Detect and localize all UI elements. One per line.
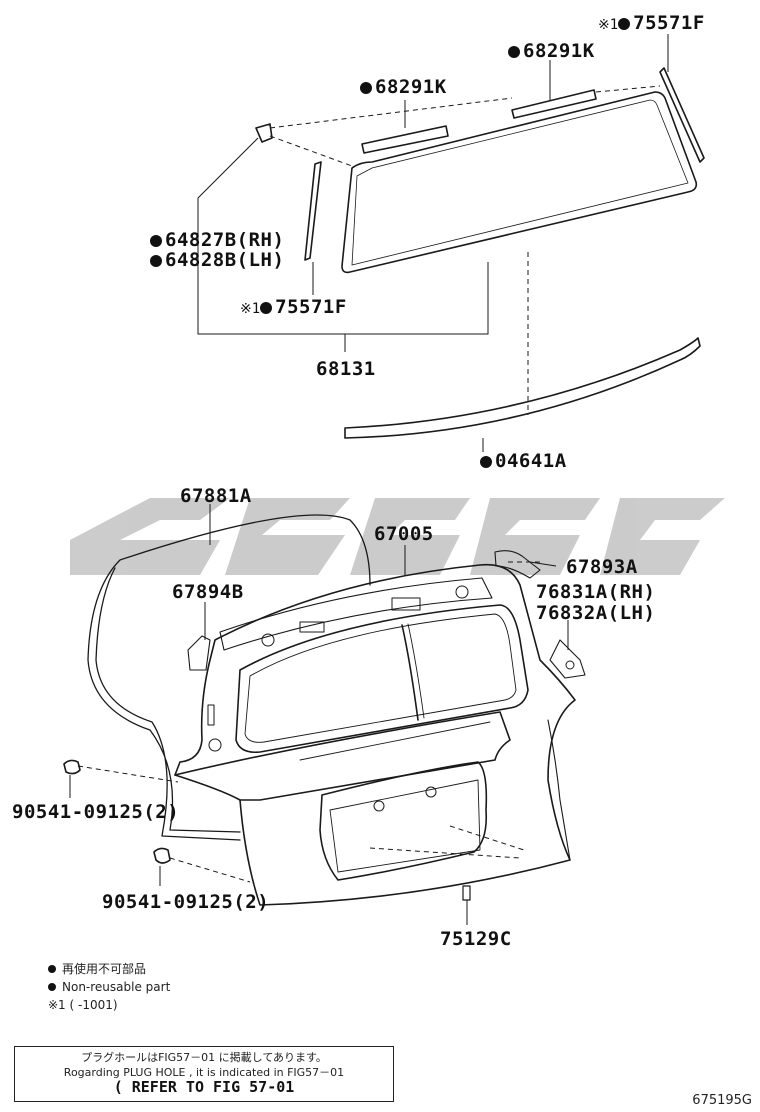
- bolt-90541-a: [63, 759, 81, 775]
- label-68291k-left: 68291K: [360, 76, 447, 98]
- strip-75571f-left: [304, 161, 322, 261]
- strip-75571f-right: [659, 67, 705, 163]
- dam-04641a: [344, 337, 701, 439]
- label-76832a: 76832A(LH): [536, 602, 656, 624]
- molding-68291k-left: [361, 125, 449, 154]
- legend-jp: 再使用不可部品: [48, 962, 146, 977]
- plug-75129c: [462, 885, 471, 901]
- label-75129c: 75129C: [440, 928, 512, 950]
- watermark-logo: [70, 498, 725, 575]
- label-68131: 68131: [316, 358, 376, 380]
- note-line-en: Rogarding PLUG HOLE , it is indicated in…: [63, 1066, 345, 1079]
- back-window-glass: [341, 91, 698, 274]
- note-line-jp: プラグホールはFIG57－01 に掲載してあります。: [81, 1051, 327, 1064]
- legend-en: Non-reusable part: [48, 980, 170, 995]
- label-68291k-right: 68291K: [508, 40, 595, 62]
- figure-code: 675195G: [692, 1093, 752, 1108]
- label-04641a: 04641A: [480, 450, 567, 472]
- label-64828b: 64828B(LH): [150, 249, 284, 271]
- reference-note-box: プラグホールはFIG57－01 に掲載してあります。 Rogarding PLU…: [14, 1046, 394, 1102]
- legend-note1: ※1 ( -1001): [48, 998, 118, 1012]
- note-reference: ( REFER TO FIG 57-01: [113, 1078, 295, 1096]
- weatherstrip-67881a: [87, 514, 371, 841]
- bolt-90541-b: [153, 847, 171, 864]
- label-67894b: 67894B: [172, 581, 244, 603]
- label-67893a: 67893A: [566, 556, 638, 578]
- label-67005: 67005: [374, 523, 434, 545]
- label-90541-b: 90541-09125(2): [102, 891, 270, 913]
- label-64827b: 64827B(RH): [150, 229, 284, 251]
- label-90541-a: 90541-09125(2): [12, 801, 180, 823]
- back-door-67005: [174, 563, 576, 906]
- label-67881a: 67881A: [180, 485, 252, 507]
- molding-68291k-right: [511, 89, 597, 119]
- label-76831a: 76831A(RH): [536, 581, 656, 603]
- clip-64827b: [255, 123, 273, 143]
